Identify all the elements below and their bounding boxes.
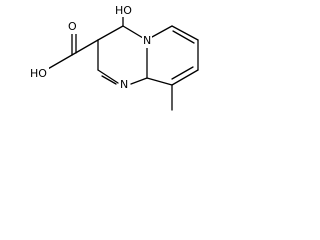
bond-c9-c8a: [146, 77, 173, 86]
bond-c8-c9-double: [171, 66, 194, 80]
bond-c2-n1-double: [101, 75, 117, 85]
bond-n5-c6: [151, 25, 173, 38]
bond-n1-c8a: [130, 77, 148, 85]
bonds: [45, 14, 199, 111]
bond-c2-n1: [97, 69, 119, 84]
bond-n5-c4: [122, 25, 144, 39]
carboxyl-oxygen-label: O: [68, 20, 77, 33]
atom-labels: HO O HO N N: [29, 4, 152, 92]
carboxyl-hydroxy-label: HO: [30, 67, 47, 80]
bond-c6-c7-double: [172, 30, 195, 44]
bond-c4-c3: [97, 25, 124, 41]
molecule-structure: HO O HO N N: [29, 4, 199, 111]
bond-c6-c7: [171, 25, 199, 41]
bridge-nitrogen-label: N: [143, 34, 151, 47]
ring-nitrogen-label: N: [120, 78, 128, 91]
hydroxy-label: HO: [115, 4, 132, 17]
bond-carboxyl-oh: [45, 54, 73, 71]
bond-c8-c9: [171, 69, 199, 86]
